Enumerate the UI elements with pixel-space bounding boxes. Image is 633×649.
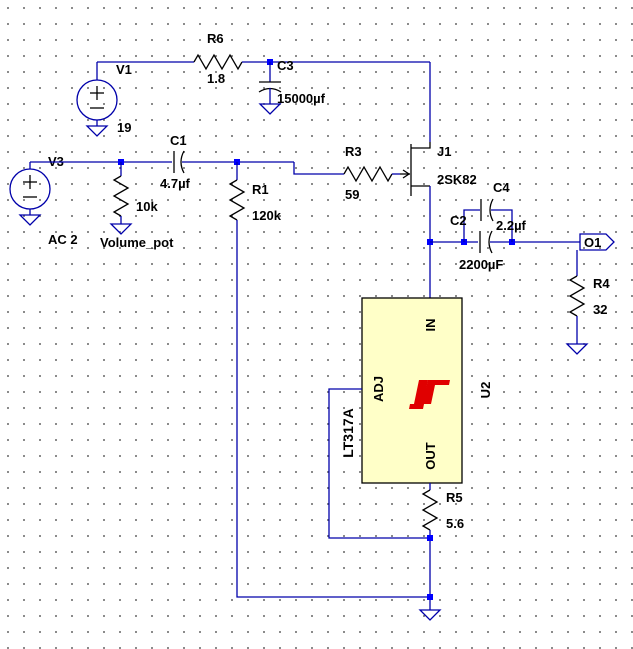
output-port-o1[interactable]: [579, 233, 615, 251]
label-pot-value: 10k: [136, 199, 158, 214]
resistor-r1[interactable]: [228, 162, 246, 221]
label-j1-value: 2SK82: [437, 172, 477, 187]
label-c3-ref: C3: [277, 58, 294, 73]
label-c4-value: 2.2µf: [496, 218, 527, 233]
label-r1-ref: R1: [252, 182, 269, 197]
label-r1-value: 120k: [252, 208, 282, 223]
resistor-r3[interactable]: [343, 165, 393, 183]
capacitor-c2[interactable]: [479, 230, 493, 254]
wire-r1-ground: [236, 220, 430, 598]
wire-adj: [328, 388, 430, 539]
ic-part-label: LT317A: [340, 408, 356, 458]
resistor-volume-pot[interactable]: [109, 162, 133, 235]
label-c4-ref: C4: [493, 180, 510, 195]
jfet-j1[interactable]: [400, 142, 431, 196]
label-r5-value: 5.6: [446, 516, 464, 531]
ground-main: [418, 609, 442, 621]
wire-c4-left: [463, 209, 480, 242]
label-c1-value: 4.7µf: [160, 176, 191, 191]
label-r6-ref: R6: [207, 31, 224, 46]
label-r6-value: 1.8: [207, 71, 225, 86]
resistor-r6[interactable]: [193, 53, 243, 71]
label-v3-value: AC 2: [48, 232, 78, 247]
label-r4-value: 32: [593, 302, 607, 317]
ic-u2-body[interactable]: [361, 297, 463, 484]
label-r4-ref: R4: [593, 276, 610, 291]
lt-logo-icon: [409, 380, 450, 409]
capacitor-c4[interactable]: [480, 198, 494, 222]
label-v1-value: 19: [117, 120, 131, 135]
label-j1-ref: J1: [437, 144, 451, 159]
node-r5: [427, 535, 433, 541]
node-ground: [427, 594, 433, 600]
label-v1-ref: V1: [116, 62, 132, 77]
capacitor-c1[interactable]: [173, 150, 185, 174]
pin-adj-label: ADJ: [371, 376, 386, 402]
source-v3[interactable]: [9, 162, 51, 226]
label-r3-ref: R3: [345, 144, 362, 159]
pin-out-label: OUT: [423, 442, 438, 470]
resistor-r5[interactable]: [421, 489, 439, 531]
label-c2-ref: C2: [450, 213, 467, 228]
label-c3-value: 15000µf: [277, 91, 326, 106]
wire-to-r3: [293, 162, 344, 175]
label-o1: O1: [584, 235, 601, 250]
resistor-r4[interactable]: [565, 250, 589, 355]
label-pot-name: Volume_pot: [100, 235, 174, 250]
label-r3-value: 59: [345, 187, 359, 202]
capacitor-c3[interactable]: [258, 62, 282, 115]
label-r5-ref: R5: [446, 490, 463, 505]
pin-in-label: IN: [423, 319, 438, 332]
label-c2-value: 2200µF: [459, 257, 503, 272]
wire-c4-right: [491, 209, 513, 242]
source-v1[interactable]: [76, 62, 118, 137]
ic-ref-label: U2: [478, 382, 493, 399]
label-c1-ref: C1: [170, 133, 187, 148]
